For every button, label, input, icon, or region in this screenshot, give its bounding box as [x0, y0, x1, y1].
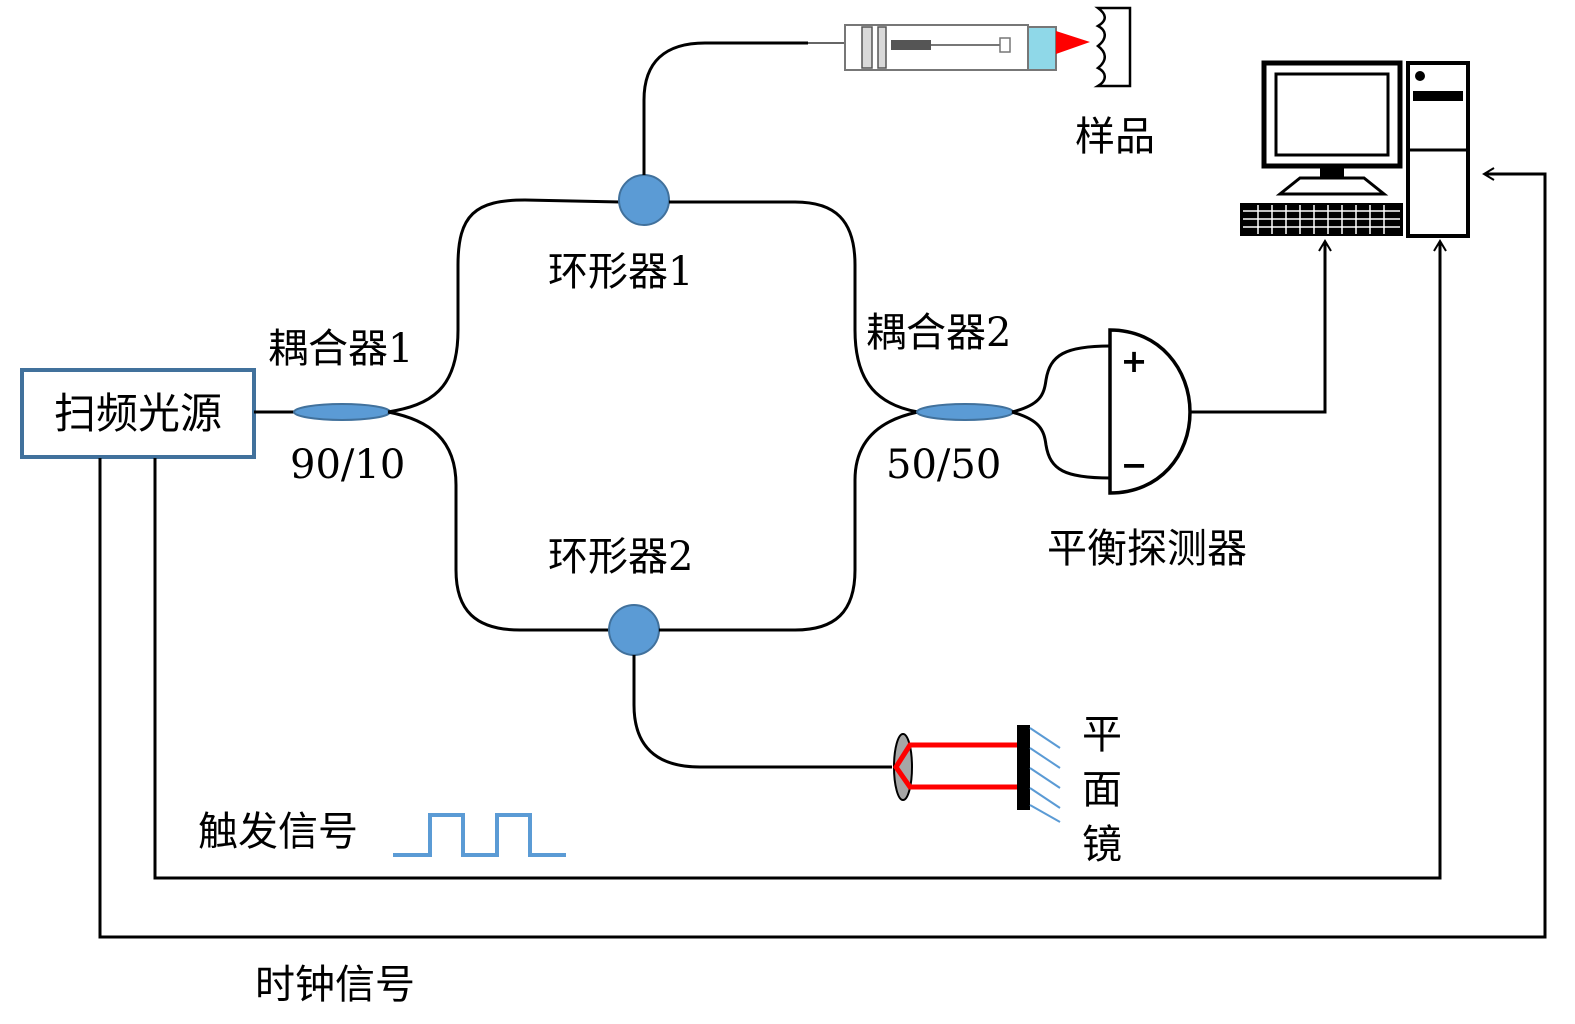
circulator1: 环形器1 — [548, 174, 693, 295]
coupler1-label: 耦合器1 — [268, 326, 413, 372]
fiber-circulator1-to-coupler2 — [669, 200, 919, 414]
monitor-stand — [1275, 176, 1389, 196]
trigger-signal: 触发信号 — [198, 809, 566, 857]
coupler2: 耦合器2 50/50 — [866, 310, 1014, 488]
probe-ferrule — [999, 37, 1011, 53]
monitor-neck — [1320, 166, 1344, 178]
sample-block — [1093, 6, 1132, 88]
mirror-hatching — [1029, 727, 1061, 823]
fiber-coupler1-to-circulator1 — [387, 198, 621, 414]
swept-source: 扫频光源 — [20, 368, 256, 459]
reference-arm: 平 面 镜 — [892, 712, 1122, 868]
fiber-coupler1-to-circulator2 — [387, 410, 610, 632]
tower-drive — [1413, 91, 1463, 101]
fiber-circulator2-to-reference — [632, 655, 892, 769]
probe-ring — [877, 26, 887, 69]
wire-clock-signal — [98, 167, 1547, 939]
sample-beam — [1056, 31, 1090, 54]
wire-detector-to-computer — [1190, 239, 1332, 414]
mirror-label-char: 镜 — [1082, 822, 1122, 868]
fiber-coupler2-to-detector-minus — [1011, 410, 1111, 480]
reference-beam — [892, 742, 1018, 790]
fiber-circulator1-to-probe — [642, 41, 808, 175]
balanced-detector: + − 平衡探测器 — [1047, 328, 1247, 572]
coupler2-ratio: 50/50 — [886, 442, 1001, 488]
sample-label: 样品 — [1075, 114, 1155, 160]
trigger-label: 触发信号 — [198, 809, 358, 855]
fiber-coupler2-to-detector-plus — [1011, 344, 1111, 414]
detector-plus: + — [1121, 342, 1148, 380]
circulator1-shape — [618, 174, 670, 226]
circulator1-label: 环形器1 — [548, 249, 693, 295]
coupler1-ratio: 90/10 — [290, 442, 405, 488]
monitor-screen — [1274, 72, 1390, 157]
coupler2-label: 耦合器2 — [866, 310, 1011, 356]
coupler1: 耦合器1 90/10 — [268, 326, 413, 488]
circulator2-shape — [608, 604, 660, 656]
coupler1-shape — [293, 403, 391, 421]
plane-mirror — [1017, 725, 1030, 810]
fiber-circulator2-to-coupler2 — [659, 410, 919, 632]
coupler2-shape — [916, 403, 1014, 421]
sample-probe — [808, 24, 1090, 71]
computer — [1240, 60, 1470, 238]
probe-ring — [861, 26, 873, 69]
keyboard-keys — [1243, 205, 1400, 234]
swept-source-label: 扫频光源 — [54, 389, 222, 438]
probe-body — [844, 24, 1029, 71]
clock-label: 时钟信号 — [255, 962, 415, 1008]
tower-power-button — [1415, 71, 1425, 81]
swept-source-box — [20, 368, 256, 459]
mirror-label-char: 平 — [1082, 712, 1122, 758]
probe-core — [891, 40, 931, 50]
wire-trigger-signal — [153, 239, 1447, 880]
detector-minus: − — [1121, 446, 1148, 484]
detector-label: 平衡探测器 — [1047, 526, 1247, 572]
trigger-waveform — [393, 813, 566, 857]
circulator2: 环形器2 — [548, 534, 693, 656]
mirror-label-char: 面 — [1082, 767, 1122, 813]
circulator2-label: 环形器2 — [548, 534, 693, 580]
sample: 样品 — [1075, 6, 1155, 160]
probe-lens — [1027, 26, 1057, 71]
